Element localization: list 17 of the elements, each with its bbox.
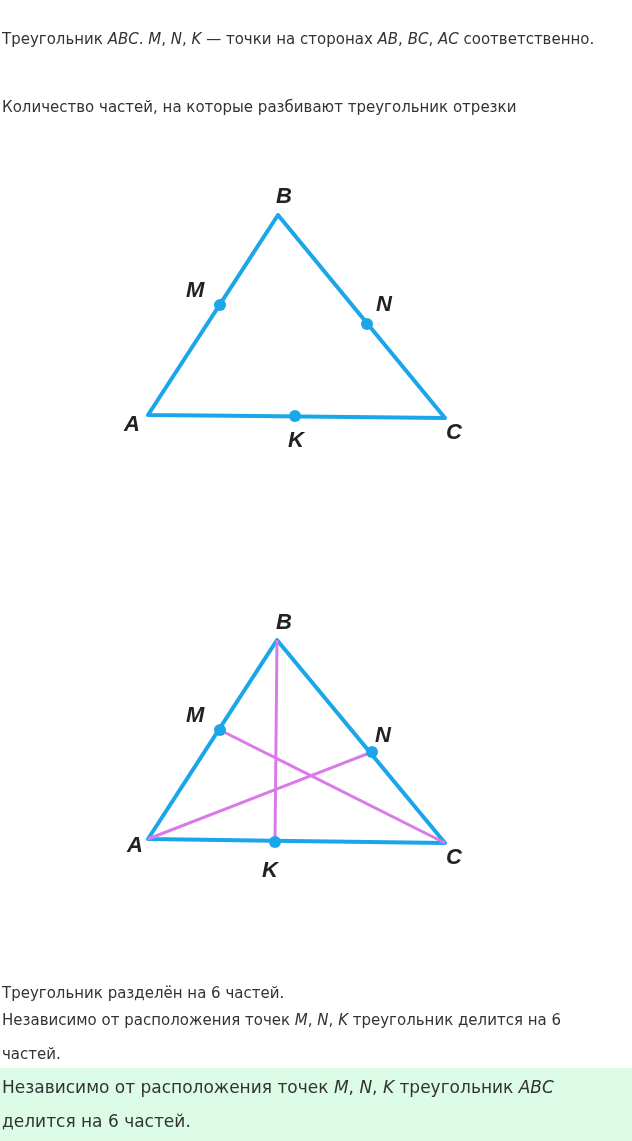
point-label: A — [127, 833, 143, 857]
text-paragraph: Треугольник ABC. M, N, K — точки на сторонах AB, BC, AC соответственно. — [2, 29, 596, 50]
point-label: N — [375, 723, 391, 747]
point-label: B — [276, 184, 292, 208]
point-label: C — [446, 420, 462, 444]
point-label: N — [376, 292, 392, 316]
point-label: K — [288, 428, 304, 452]
point-label: M — [186, 278, 205, 302]
text-paragraph: Треугольник разделён на 6 частей. — [2, 983, 286, 1004]
point-label: C — [446, 845, 462, 869]
point-label: B — [276, 610, 292, 634]
answer-text: Независимо от расположения точек M, N, K треугольник ABC делится на 6 частей. — [2, 1076, 555, 1133]
point-label: M — [186, 703, 205, 727]
text-paragraph: Количество частей, на которые разбивают треугольник отрезки — [2, 97, 518, 118]
point-label: A — [124, 412, 140, 436]
point-label: K — [262, 858, 278, 882]
text-paragraph: Независимо от расположения точек M, N, K треугольник делится на 6 частей. — [2, 1010, 562, 1065]
